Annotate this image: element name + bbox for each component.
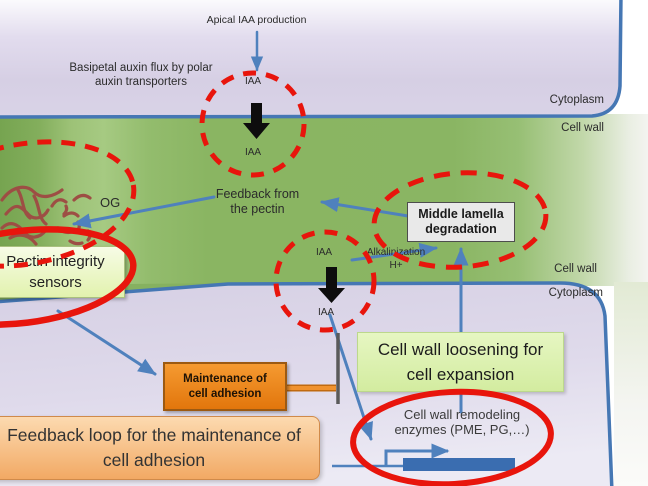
arrow-sensors-to-maintenance	[56, 309, 157, 376]
label-basipetal-flux-line1: Basipetal auxin flux by polar	[69, 62, 213, 74]
label-iaa-top-lower: IAA	[244, 147, 262, 158]
label-basipetal-flux: Basipetal auxin flux by polar auxin tran…	[52, 61, 230, 89]
pectin-integrity-sensors-box: Pectin integrity sensors	[0, 246, 125, 298]
label-feedback-from-pectin: Feedback from the pectin	[200, 187, 315, 217]
label-iaa-top-upper: IAA	[244, 76, 262, 87]
loosening-line1: Cell wall loosening for	[377, 340, 544, 359]
label-iaa-mid-lower: IAA	[317, 307, 335, 318]
label-cytoplasm-bottom: Cytoplasm	[548, 287, 603, 299]
label-basipetal-flux-line2: auxin transporters	[94, 76, 188, 88]
enzymes-line1: Cell wall remodeling	[403, 407, 521, 422]
middle-lamella-line2: degradation	[425, 222, 497, 236]
feedback-loop-line2: cell adhesion	[102, 450, 206, 470]
label-cell-wall-top: Cell wall	[561, 122, 604, 134]
label-cytoplasm-top: Cytoplasm	[549, 94, 604, 106]
label-feedback-line1: Feedback from	[215, 187, 300, 201]
enzymes-line2: enzymes (PME, PG,…)	[394, 422, 530, 437]
label-alkalinization: Alkalinization H+	[353, 247, 439, 272]
label-cell-wall-remodeling-enzymes: Cell wall remodeling enzymes (PME, PG,…)	[383, 407, 541, 437]
label-cell-wall-bottom: Cell wall	[554, 263, 597, 275]
maintenance-line2: cell adhesion	[188, 387, 262, 400]
gene-body	[403, 458, 515, 471]
label-iaa-mid-upper: IAA	[315, 247, 333, 258]
label-og: OG	[100, 195, 121, 210]
gene-expression-symbol	[332, 443, 515, 471]
maintenance-cell-adhesion-box: Maintenance of cell adhesion	[163, 362, 287, 411]
transcription-arrow	[384, 443, 450, 466]
label-feedback-line2: the pectin	[230, 202, 285, 216]
label-apical-iaa-production: Apical IAA production	[206, 14, 307, 26]
maintenance-line1: Maintenance of	[183, 372, 267, 385]
feedback-loop-line1: Feedback loop for the maintenance of	[7, 425, 301, 445]
feedback-loop-box: Feedback loop for the maintenance of cel…	[0, 416, 320, 480]
cell-wall-loosening-box: Cell wall loosening for cell expansion	[357, 332, 564, 392]
label-alkalinization-line1: Alkalinization	[366, 247, 426, 258]
cell-wall-right-strip	[614, 282, 648, 486]
sensors-line1: Pectin integrity	[6, 253, 105, 270]
label-alkalinization-line2: H+	[389, 259, 403, 271]
sensors-line2: sensors	[29, 274, 82, 291]
middle-lamella-degradation-box: Middle lamella degradation	[407, 202, 515, 242]
loosening-line2: cell expansion	[406, 365, 515, 384]
middle-lamella-line1: Middle lamella	[418, 207, 504, 221]
